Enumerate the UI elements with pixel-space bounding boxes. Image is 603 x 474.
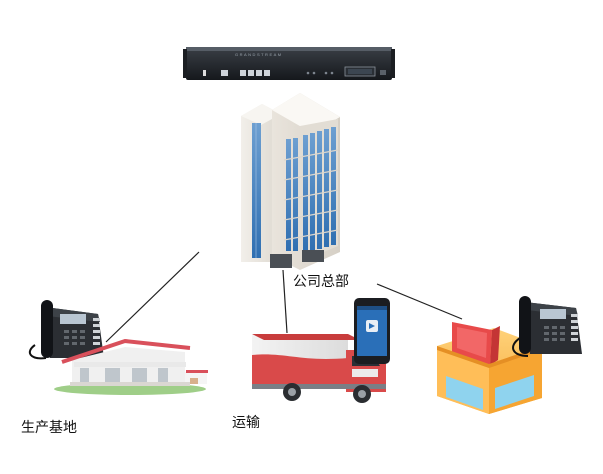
desk-phone-production	[28, 300, 104, 360]
production-base-label: 生产基地	[21, 420, 77, 436]
retail-store	[437, 322, 542, 414]
smartphone	[354, 298, 390, 364]
device-brand-text: GRANDSTREAM	[235, 52, 283, 57]
link-hq-store	[376, 283, 463, 320]
ip-pbx-device: GRANDSTREAM	[183, 47, 395, 80]
link-hq-transport	[282, 269, 288, 334]
link-hq-production	[105, 251, 200, 343]
transport-label: 运输	[232, 415, 260, 431]
connection-lines	[105, 251, 463, 343]
headquarters-label: 公司总部	[293, 274, 349, 290]
headquarters-building	[241, 93, 340, 270]
factory-building	[54, 338, 208, 395]
desk-phone-store	[512, 296, 582, 357]
